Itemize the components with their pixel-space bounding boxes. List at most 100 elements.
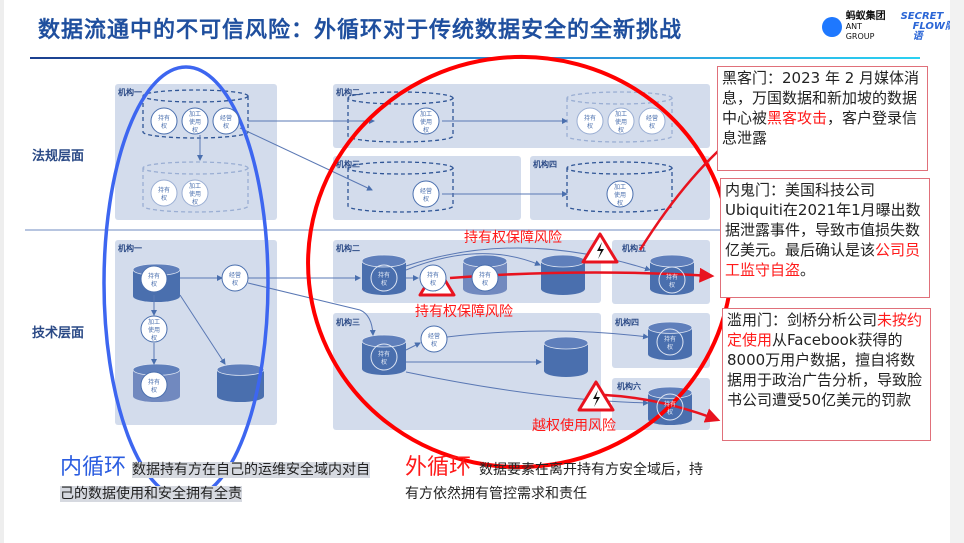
- right-label: 权: [192, 126, 198, 134]
- right-label: 权: [667, 343, 673, 351]
- org-label: 机构三: [336, 317, 360, 327]
- right-label: 权: [649, 122, 655, 130]
- right-label: 加工: [189, 110, 201, 118]
- slide-edge: [950, 0, 964, 543]
- right-hold-node: 持有权: [576, 107, 604, 135]
- right-label: 权: [423, 195, 429, 203]
- right-label: 权: [381, 358, 387, 366]
- callout-head: 内鬼门：: [725, 181, 786, 199]
- callout-text: 。: [800, 261, 816, 279]
- sf-line2: FLOW隐语: [912, 21, 955, 42]
- risk-arrow: [604, 393, 721, 423]
- flow-arrow: [405, 253, 541, 271]
- warning-icon: [577, 380, 615, 412]
- ant-group-wordmark: 蚂蚁集团 ANT GROUP: [846, 12, 893, 42]
- right-hold-node: 持有权: [150, 179, 178, 207]
- right-label: 持有: [479, 271, 491, 279]
- right-label: 权: [151, 280, 157, 288]
- slide-edge: [0, 0, 4, 543]
- right-label: 权: [381, 279, 387, 287]
- right-hold-node: 持有权: [658, 266, 686, 294]
- right-label: 持有: [148, 378, 160, 386]
- title-underline: [30, 57, 920, 59]
- right-label: 持有: [666, 273, 678, 281]
- database-cylinder-icon: [216, 363, 265, 402]
- inner-loop-note: 内循环数据持有方在自己的运维安全域内对自己的数据使用和安全拥有全责: [60, 456, 380, 506]
- org-label: 机构三: [336, 159, 360, 169]
- callout-text: 从Facebook获得的8000万用户数据，擅自将数据用于政治广告分析，导致脸书…: [727, 331, 923, 409]
- right-label: 持有: [158, 186, 170, 194]
- right-label: 权: [482, 279, 488, 287]
- right-hold-node: 持有权: [656, 393, 684, 421]
- callout-text: 剑桥分析公司: [787, 311, 878, 329]
- right-label: 权: [587, 122, 593, 130]
- flow-arrow: [405, 342, 421, 351]
- right-label: 权: [232, 279, 238, 287]
- right-hold-node: 持有权: [140, 371, 168, 399]
- right-label: 经营: [646, 114, 658, 122]
- callout-insider: 内鬼门：美国科技公司Ubiquiti在2021年1月曝出数据泄露事件，导致市值损…: [720, 178, 930, 298]
- flow-arrow: [405, 371, 649, 406]
- right-label: 持有: [158, 114, 170, 122]
- risk-label-hold-top: 持有权保障风险: [464, 230, 562, 246]
- right-hold-node: 持有权: [419, 264, 447, 292]
- right-label: 加工: [148, 318, 160, 326]
- right-label: 权: [430, 279, 436, 287]
- outer-loop-label: 外循环: [405, 455, 472, 480]
- right-label: 持有: [664, 335, 676, 343]
- right-label: 权: [618, 126, 624, 134]
- right-label: 权: [423, 126, 429, 134]
- warning-icon: [581, 232, 619, 264]
- sf-line1: SECRET: [900, 11, 944, 22]
- org-label: 机构六: [617, 381, 641, 391]
- right-label: 加工: [420, 110, 432, 118]
- right-label: 经营: [220, 114, 232, 122]
- right-label: 权: [223, 122, 229, 130]
- right-label: 加工: [615, 110, 627, 118]
- org-label: 机构四: [615, 317, 639, 327]
- right-operate-node: 经营权: [412, 180, 440, 208]
- right-hold-node: 持有权: [150, 107, 178, 135]
- callout-head: 滥用门：: [727, 311, 788, 329]
- right-hold-node: 持有权: [370, 264, 398, 292]
- database-cylinder-icon: [543, 336, 589, 377]
- right-label: 持有: [664, 400, 676, 408]
- callout-text: 美国科技公司Ubiquiti在2021年1月曝出数据泄露事件，导致市值损失数亿美…: [725, 181, 921, 259]
- right-label: 持有: [584, 114, 596, 122]
- callout-highlight: 未按约定使用: [727, 311, 923, 349]
- right-operate-node: 经营权: [212, 107, 240, 135]
- org-label: 机构二: [336, 87, 360, 97]
- outer-loop-desc: 数据要素在离开持有方安全域后，持有方依然拥有管控需求和责任: [405, 462, 704, 502]
- right-label: 权: [151, 386, 157, 394]
- outer-loop-note: 外循环数据要素在离开持有方安全域后，持有方依然拥有管控需求和责任: [405, 456, 705, 506]
- right-operate-node: 经营权: [221, 264, 249, 292]
- right-label: 权: [667, 408, 673, 416]
- right-label: 权: [192, 198, 198, 206]
- right-hold-node: 持有权: [656, 328, 684, 356]
- org-label: 机构五: [622, 243, 646, 253]
- ant-en: ANT GROUP: [845, 22, 875, 41]
- org-label: 机构一: [118, 87, 142, 97]
- right-label: 持有: [378, 350, 390, 358]
- layer-label-tech: 技术层面: [32, 325, 84, 341]
- right-label: 权: [669, 281, 675, 289]
- flow-arrow: [179, 294, 226, 365]
- org-label: 机构二: [336, 243, 360, 253]
- right-label: 持有: [427, 271, 439, 279]
- right-label: 使用: [189, 190, 201, 198]
- right-label: 加工: [189, 182, 201, 190]
- database-cylinder-icon: [540, 254, 586, 295]
- right-label: 持有: [148, 272, 160, 280]
- inner-loop-label: 内循环: [60, 455, 127, 480]
- database-cylinder-icon: [347, 161, 454, 213]
- right-operate-node: 经营权: [638, 107, 666, 135]
- callout-text: ，客户登录信息泄露: [722, 109, 918, 147]
- right-label: 经营: [420, 187, 432, 195]
- right-label: 权: [161, 122, 167, 130]
